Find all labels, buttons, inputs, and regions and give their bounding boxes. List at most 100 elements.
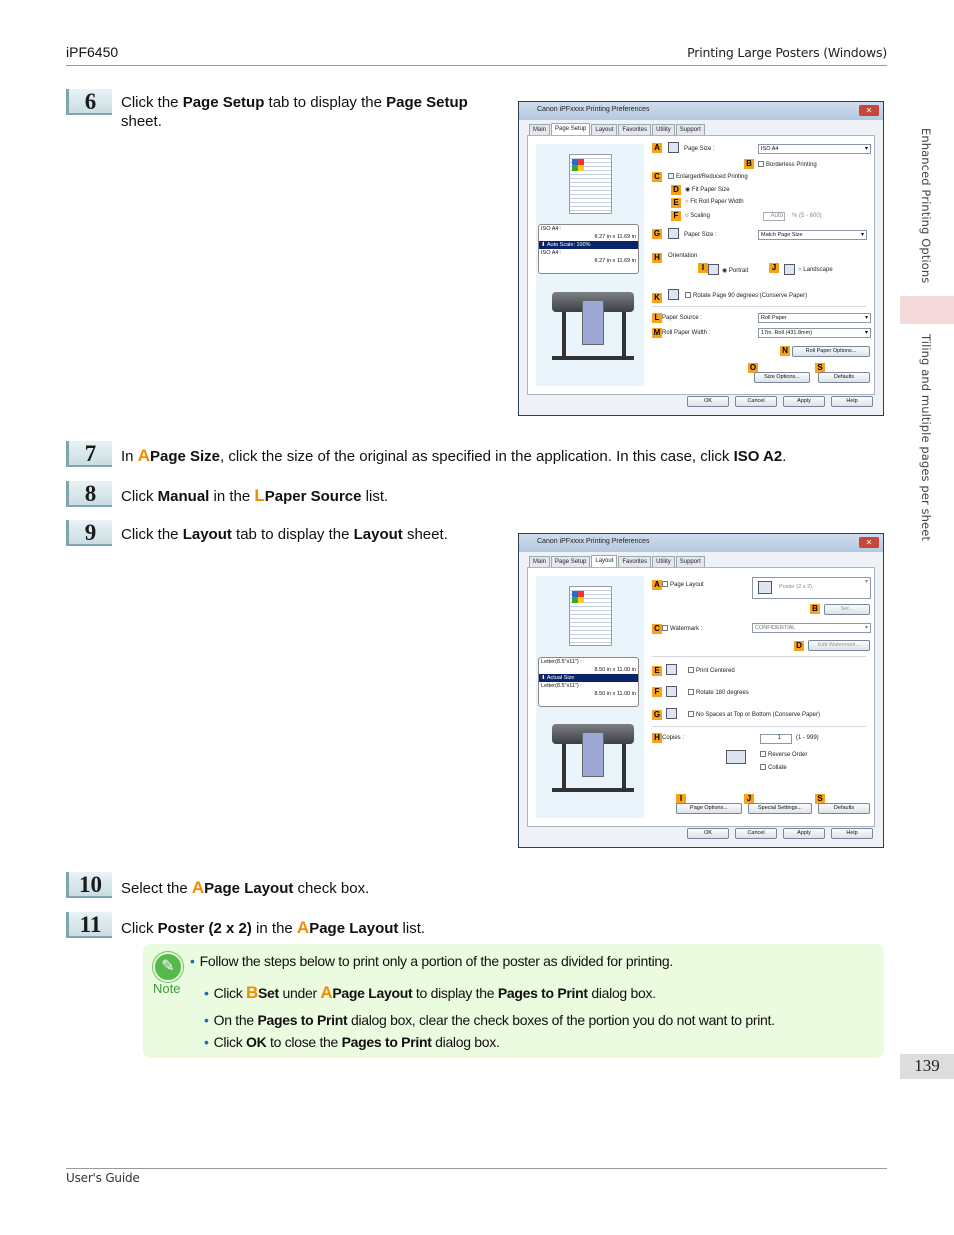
cancel-button[interactable]: Cancel xyxy=(735,828,777,839)
close-icon[interactable]: ✕ xyxy=(859,537,879,548)
borderless-checkbox[interactable]: Borderless Printing xyxy=(758,161,817,168)
reverse-order-checkbox[interactable]: Reverse Order xyxy=(760,751,807,758)
page-layout-checkbox[interactable]: Page Layout xyxy=(662,581,704,588)
separator xyxy=(652,656,866,657)
rotate-180-checkbox[interactable]: Rotate 180 degrees xyxy=(688,689,749,696)
dialog-tabs: Main Page Setup Layout Favorites Utility… xyxy=(529,555,706,567)
set-button[interactable]: Set... xyxy=(824,604,870,615)
portrait-radio[interactable]: ◉ Portrait xyxy=(722,268,749,274)
tab-main[interactable]: Main xyxy=(529,124,551,135)
rotate-page-checkbox[interactable]: Rotate Page 90 degrees (Conserve Paper) xyxy=(685,292,807,299)
tab-support[interactable]: Support xyxy=(675,556,705,567)
layout-panel: Letter(8.5"x11") : 8.50 in x 11.00 in ⬇ … xyxy=(527,567,875,827)
page-options-button[interactable]: Page Options... xyxy=(676,803,742,814)
tab-main[interactable]: Main xyxy=(529,556,551,567)
step-number: 6 xyxy=(66,89,112,115)
tab-page-setup[interactable]: Page Setup xyxy=(551,123,591,135)
help-button[interactable]: Help xyxy=(831,396,873,407)
dialog-title-bar: Canon iPFxxxx Printing Preferences xyxy=(519,102,883,120)
note-intro: •Follow the steps below to print only a … xyxy=(190,953,673,969)
page-setup-panel: ISO A4 : 8.27 in x 11.69 in ⬇ Auto Scale… xyxy=(527,135,875,395)
callout-marker: S xyxy=(815,363,825,373)
step-number: 11 xyxy=(66,912,112,938)
landscape-radio[interactable]: ○ Landscape xyxy=(798,267,833,273)
tab-favorites[interactable]: Favorites xyxy=(618,124,652,135)
callout-marker: A xyxy=(652,580,662,590)
tab-layout[interactable]: Layout xyxy=(591,124,618,135)
footer-text: User's Guide xyxy=(66,1171,140,1185)
scaling-input[interactable]: Auto xyxy=(763,212,785,221)
color-icon xyxy=(572,591,584,603)
print-centered-checkbox[interactable]: Print Centered xyxy=(688,667,735,674)
callout-marker: E xyxy=(671,198,681,208)
step-10-text: Select the APage Layout check box. xyxy=(121,878,370,897)
page-size-label: Page Size : xyxy=(684,146,715,152)
note-label: Note xyxy=(153,981,181,996)
page-layout-dropdown[interactable]: Poster (2 x 2) xyxy=(752,577,871,599)
tab-utility[interactable]: Utility xyxy=(652,124,675,135)
step-7-text: In APage Size, click the size of the ori… xyxy=(121,446,787,465)
scaling-radio[interactable]: ○ Scaling xyxy=(685,213,710,219)
defaults-button[interactable]: Defaults xyxy=(818,372,870,383)
page-size-dropdown[interactable]: ISO A4 xyxy=(758,144,871,154)
watermark-checkbox[interactable]: Watermark : xyxy=(662,625,702,632)
layout-dialog-screenshot: Canon iPFxxxx Printing Preferences ✕ Mai… xyxy=(518,533,884,848)
no-spaces-checkbox[interactable]: No Spaces at Top or Bottom (Conserve Pap… xyxy=(688,711,820,718)
apply-button[interactable]: Apply xyxy=(783,828,825,839)
no-spaces-icon xyxy=(666,708,677,719)
tab-layout[interactable]: Layout xyxy=(591,555,618,567)
cancel-button[interactable]: Cancel xyxy=(735,396,777,407)
callout-marker: K xyxy=(652,293,662,303)
collate-checkbox[interactable]: Collate xyxy=(760,764,787,771)
tab-favorites[interactable]: Favorites xyxy=(618,556,652,567)
enlarged-printing-checkbox[interactable]: Enlarged/Reduced Printing xyxy=(668,173,748,180)
header-chapter: Printing Large Posters (Windows) xyxy=(687,45,887,60)
poster-layout-icon xyxy=(758,581,772,594)
tab-page-setup[interactable]: Page Setup xyxy=(551,556,591,567)
roll-paper-options-button[interactable]: Roll Paper Options... xyxy=(792,346,870,357)
paper-source-dropdown[interactable]: Roll Paper xyxy=(758,313,871,323)
callout-marker: I xyxy=(698,263,708,273)
note-box xyxy=(143,944,884,1058)
help-button[interactable]: Help xyxy=(831,828,873,839)
copies-label: Copies : xyxy=(662,735,685,741)
paper-source-label: Paper Source : xyxy=(662,315,703,321)
landscape-icon xyxy=(784,264,795,275)
size-options-button[interactable]: Size Options... xyxy=(754,372,810,383)
edit-watermark-button[interactable]: Edit Watermark... xyxy=(808,640,870,651)
defaults-button[interactable]: Defaults xyxy=(818,803,870,814)
print-centered-icon xyxy=(666,664,677,675)
roll-width-dropdown[interactable]: 17in. Roll (431.8mm) xyxy=(758,328,871,338)
page-number: 139 xyxy=(914,1056,940,1075)
step-number: 10 xyxy=(66,872,112,898)
callout-marker: J xyxy=(744,794,754,804)
watermark-dropdown[interactable]: CONFIDENTIAL xyxy=(752,623,871,633)
page-setup-dialog-screenshot: Canon iPFxxxx Printing Preferences ✕ Mai… xyxy=(518,101,884,416)
callout-marker: F xyxy=(671,211,681,221)
side-section-title[interactable]: Enhanced Printing Options xyxy=(919,128,933,284)
portrait-icon xyxy=(708,264,719,275)
ok-button[interactable]: OK xyxy=(687,396,729,407)
ok-button[interactable]: OK xyxy=(687,828,729,839)
roll-width-label: Roll Paper Width : xyxy=(662,330,711,336)
dialog-tabs: Main Page Setup Layout Favorites Utility… xyxy=(529,123,706,135)
special-settings-button[interactable]: Special Settings... xyxy=(748,803,812,814)
tab-utility[interactable]: Utility xyxy=(652,556,675,567)
rotate-180-icon xyxy=(666,686,677,697)
paper-size-dropdown[interactable]: Match Page Size xyxy=(758,230,867,240)
fit-paper-size-radio[interactable]: ◉ Fit Paper Size xyxy=(685,187,730,193)
copies-input[interactable]: 1 xyxy=(760,734,792,744)
callout-marker: A xyxy=(652,143,662,153)
header-product: iPF6450 xyxy=(66,44,119,60)
apply-button[interactable]: Apply xyxy=(783,396,825,407)
header-rule xyxy=(66,65,887,66)
side-subsection-title[interactable]: Tiling and multiple pages per sheet xyxy=(919,334,933,541)
printer-illustration-icon xyxy=(546,716,638,796)
callout-marker: G xyxy=(652,710,662,720)
callout-marker: E xyxy=(652,666,662,676)
fit-roll-width-radio[interactable]: ○ Fit Roll Paper Width xyxy=(685,199,744,205)
note-bullet-1: •Click BSet under APage Layout to displa… xyxy=(204,983,656,1002)
close-icon[interactable]: ✕ xyxy=(859,105,879,116)
callout-marker: H xyxy=(652,733,662,743)
tab-support[interactable]: Support xyxy=(675,124,705,135)
